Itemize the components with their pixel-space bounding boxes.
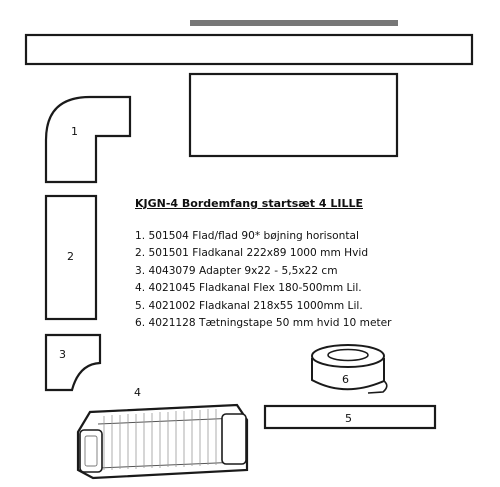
part-bend bbox=[44, 95, 132, 184]
list-item: 6. 4021128 Tætningstape 50 mm hvid 10 me… bbox=[135, 316, 392, 329]
parts-list: 1. 501504 Flad/flad 90* bøjning horisont… bbox=[135, 228, 392, 332]
part-duct bbox=[44, 194, 98, 321]
list-item: 5. 4021002 Fladkanal 218x55 1000mm Lil. bbox=[135, 299, 363, 312]
top-bar bbox=[190, 20, 398, 26]
list-item: 3. 4043079 Adapter 9x22 - 5,5x22 cm bbox=[135, 264, 338, 277]
list-item: 1. 501504 Flad/flad 90* bøjning horisont… bbox=[135, 230, 359, 242]
part-adapter bbox=[44, 333, 102, 392]
label-flat-duct: 5 bbox=[345, 412, 352, 425]
list-item: 4. 4021045 Fladkanal Flex 180-500mm Lil. bbox=[135, 282, 362, 295]
part-flex bbox=[76, 403, 249, 480]
part-tape bbox=[311, 344, 388, 394]
list-item: 2. 501501 Fladkanal 222x89 1000 mm Hvid bbox=[135, 247, 369, 260]
label-bend: 1 bbox=[71, 125, 78, 138]
label-tape: 6 bbox=[342, 373, 349, 386]
label-adapter: 3 bbox=[59, 348, 66, 361]
part-flat-duct bbox=[263, 404, 437, 430]
table-box bbox=[188, 72, 399, 158]
label-duct: 2 bbox=[67, 250, 74, 263]
table-board bbox=[24, 33, 474, 66]
label-flex: 4 bbox=[134, 386, 141, 399]
kit-title: KJGN-4 Bordemfang startsæt 4 LILLE bbox=[135, 197, 363, 210]
